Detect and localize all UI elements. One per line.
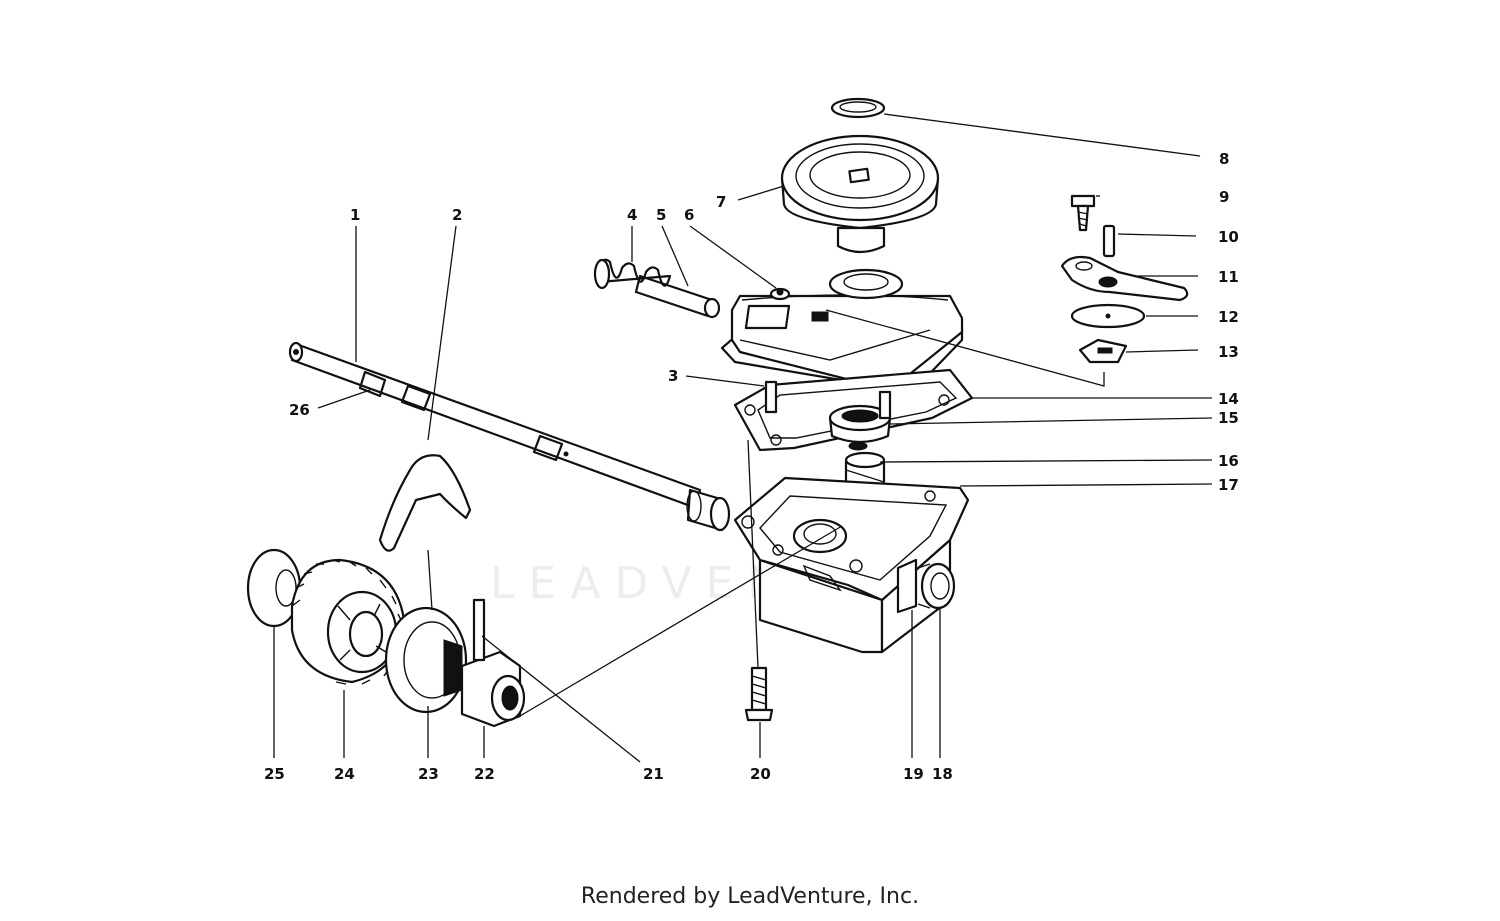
footer-credit: Rendered by LeadVenture, Inc. bbox=[580, 884, 920, 909]
leader-lines bbox=[273, 113, 1213, 763]
callout-20: 20 bbox=[750, 765, 771, 783]
callout-12: 12 bbox=[1218, 308, 1239, 326]
callout-24: 24 bbox=[334, 765, 355, 783]
callout-10: 10 bbox=[1218, 228, 1239, 246]
part-3-dowel-pin[interactable] bbox=[764, 380, 778, 414]
gearbox-cover[interactable] bbox=[720, 268, 964, 394]
callout-26: 26 bbox=[289, 401, 310, 419]
part-2-shift-fork[interactable] bbox=[378, 454, 472, 552]
callout-7: 7 bbox=[716, 193, 726, 211]
callout-1: 1 bbox=[350, 206, 360, 224]
part-22-collar[interactable] bbox=[460, 650, 526, 728]
callout-15: 15 bbox=[1218, 409, 1239, 427]
callout-5: 5 bbox=[656, 206, 666, 224]
callout-18: 18 bbox=[932, 765, 953, 783]
callout-labels: 1 2 3 4 5 6 7 8 9 10 11 12 13 14 15 16 1… bbox=[264, 150, 1239, 783]
part-13-plate[interactable] bbox=[1078, 338, 1128, 364]
part-20-bolt[interactable] bbox=[744, 666, 774, 722]
part-4-spring[interactable] bbox=[593, 258, 672, 290]
part-7-pulley[interactable] bbox=[780, 134, 940, 254]
callout-4: 4 bbox=[627, 206, 637, 224]
callout-6: 6 bbox=[684, 206, 694, 224]
part-10-pin[interactable] bbox=[1102, 224, 1116, 258]
callout-11: 11 bbox=[1218, 268, 1239, 286]
part-11-lever[interactable] bbox=[1060, 255, 1189, 302]
callout-17: 17 bbox=[1218, 476, 1239, 494]
callout-9: 9 bbox=[1219, 188, 1229, 206]
part-21-pin[interactable] bbox=[472, 598, 486, 662]
callout-3: 3 bbox=[668, 367, 678, 385]
shaft-bearing[interactable] bbox=[686, 488, 731, 532]
part-18-seal[interactable] bbox=[917, 562, 956, 610]
callout-2: 2 bbox=[452, 206, 462, 224]
callout-22: 22 bbox=[474, 765, 495, 783]
part-23-clutch[interactable] bbox=[384, 606, 468, 714]
callout-8: 8 bbox=[1219, 150, 1229, 168]
part-12-washer[interactable] bbox=[1070, 303, 1146, 329]
callout-21: 21 bbox=[643, 765, 664, 783]
callout-19: 19 bbox=[903, 765, 924, 783]
part-1-shaft[interactable] bbox=[288, 341, 702, 510]
part-19-bushing[interactable] bbox=[896, 558, 918, 614]
part-24-gear[interactable] bbox=[290, 558, 406, 685]
part-9-screw[interactable] bbox=[1070, 194, 1096, 232]
part-15-bearing[interactable] bbox=[828, 390, 892, 444]
part-8-snap-ring[interactable] bbox=[830, 97, 886, 119]
callout-13: 13 bbox=[1218, 343, 1239, 361]
callout-14: 14 bbox=[1218, 390, 1239, 408]
callout-25: 25 bbox=[264, 765, 285, 783]
callout-23: 23 bbox=[418, 765, 439, 783]
callout-16: 16 bbox=[1218, 452, 1239, 470]
part-5-shaft[interactable] bbox=[634, 274, 721, 319]
